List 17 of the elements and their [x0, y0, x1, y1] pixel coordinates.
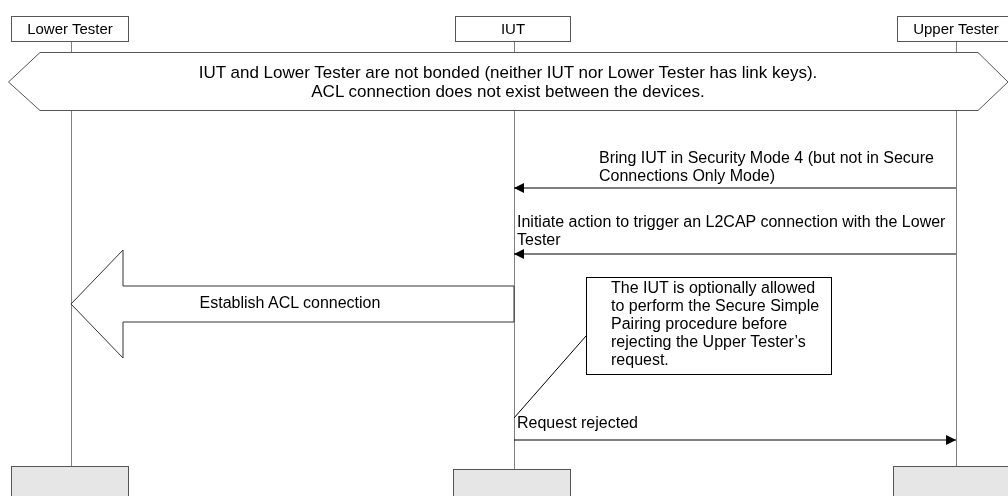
edge-label: Initiate action to trigger an L2CAP connection with the Lower Tester	[517, 213, 947, 249]
edge-label: Establish ACL connection	[198, 294, 382, 312]
condition-text: IUT and Lower Tester are not bonded (neither IUT nor Lower Tester has link keys). ACL connection does not exist between the devices.	[197, 62, 819, 101]
block-arrow	[70, 249, 515, 359]
lifeline-header: Upper Tester	[897, 16, 1008, 42]
message-arrow	[513, 183, 957, 193]
edge-label: Request rejected	[517, 414, 639, 432]
lifeline-end-box	[11, 466, 129, 496]
condition-band	[8, 52, 1008, 111]
lifeline-header: IUT	[455, 16, 571, 42]
lifeline-header: Lower Tester	[11, 16, 129, 42]
edge-label: Bring IUT in Security Mode 4 (but not in Secure Connections Only Mode)	[599, 149, 935, 185]
lifeline-end-box	[893, 466, 1008, 496]
leader-line	[513, 335, 587, 419]
message-arrow	[513, 249, 957, 259]
message-arrow	[513, 435, 957, 445]
note-box: The IUT is optionally allowed to perform the Secure Simple Pairing procedure before rejecting the Upper Tester’s request.	[586, 277, 832, 375]
